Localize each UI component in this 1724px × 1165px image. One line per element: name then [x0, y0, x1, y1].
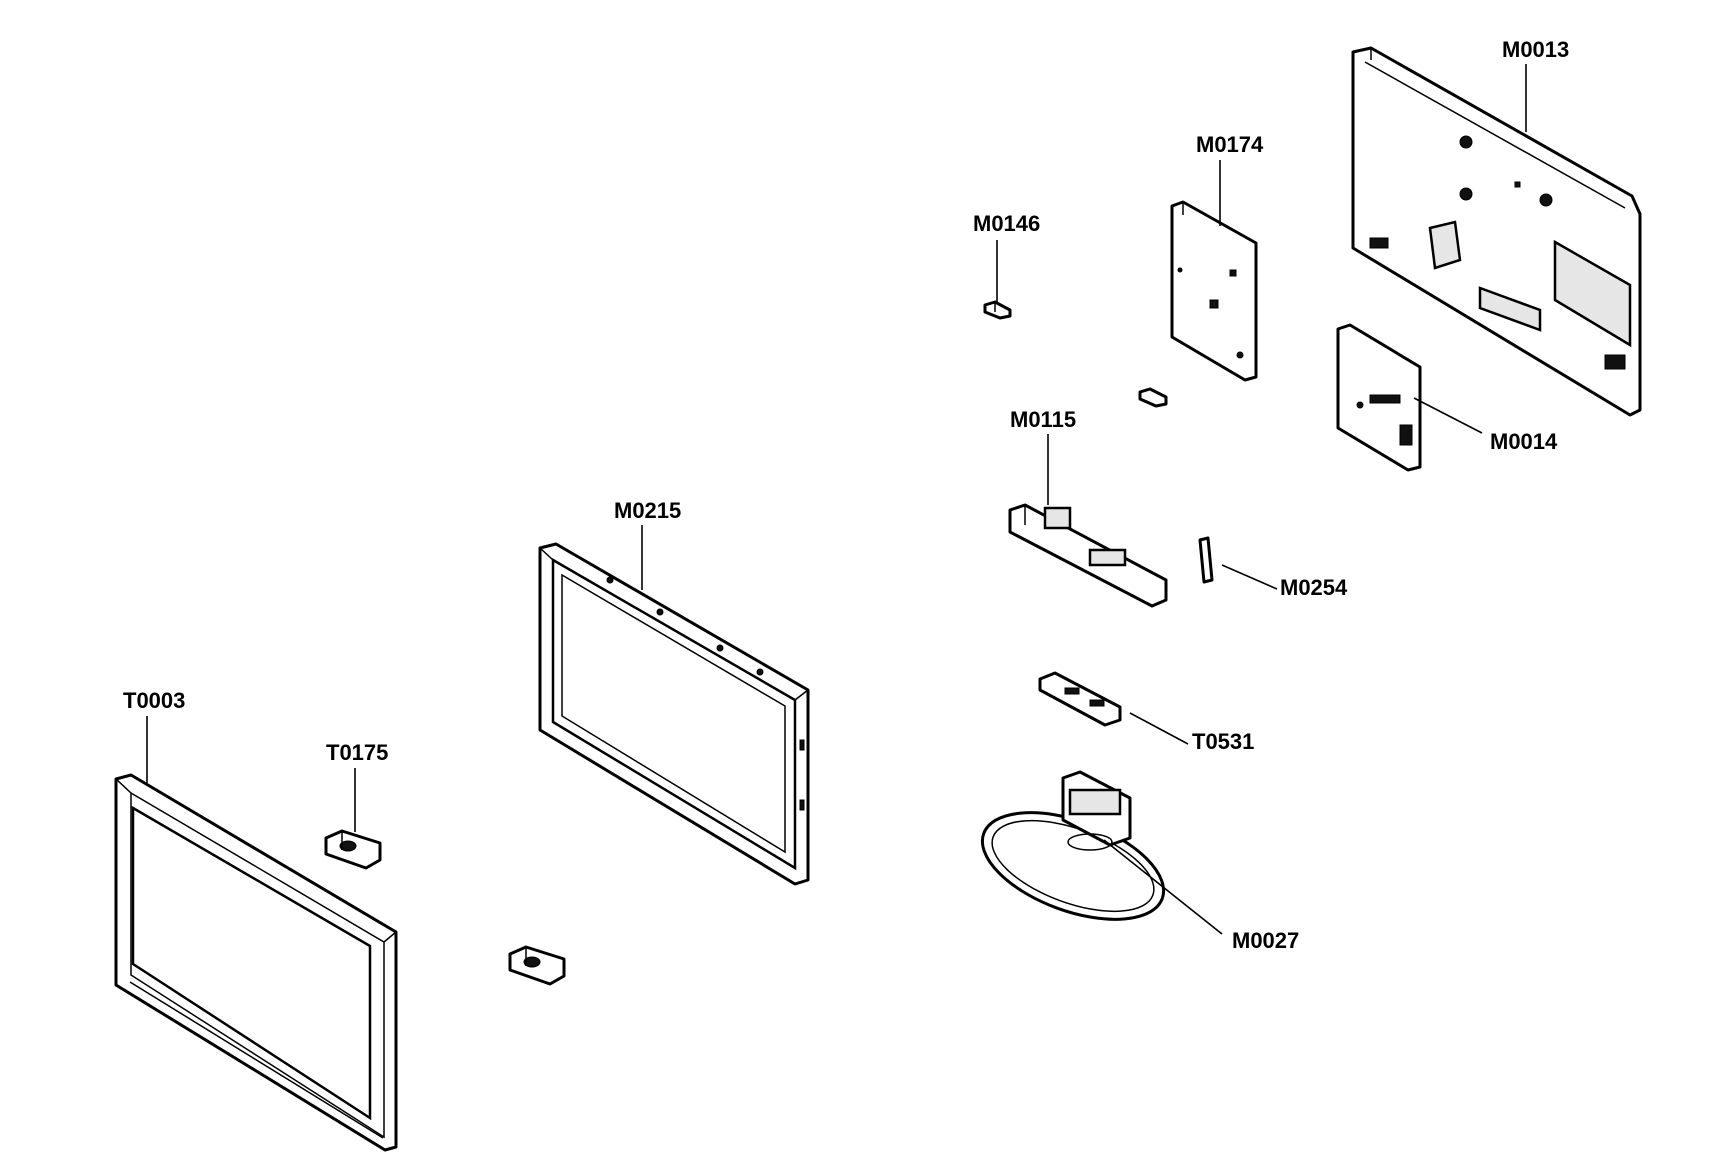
leader-m0254: [1221, 564, 1278, 590]
part-board-t0531: [1038, 671, 1122, 727]
part-labels: M0013 M0174 M0146 M0014 M0115 M0254 M021…: [123, 37, 1569, 953]
part-speaker-t0175: [324, 829, 382, 870]
label-m0027: M0027: [1232, 928, 1299, 953]
part-speaker-t0175-lower: [508, 945, 566, 986]
label-m0215: M0215: [614, 498, 681, 523]
part-clip-m0146-second: [1138, 387, 1168, 408]
label-m0014: M0014: [1490, 429, 1558, 454]
part-board-m0174: [1170, 200, 1258, 382]
label-m0174: M0174: [1196, 132, 1264, 157]
label-m0146: M0146: [973, 211, 1040, 236]
part-panel-frame-m0215: [538, 542, 810, 886]
leader-m0014: [1413, 397, 1483, 434]
part-bracket-m0254: [1198, 536, 1214, 584]
part-clip-m0146: [983, 300, 1012, 320]
part-back-cover-m0013: [1351, 46, 1642, 417]
leader-t0531: [1129, 712, 1189, 745]
label-t0175: T0175: [326, 740, 388, 765]
label-m0115: M0115: [1010, 407, 1076, 432]
label-t0531: T0531: [1192, 729, 1254, 754]
leader-lines: [146, 64, 1527, 935]
part-bracket-m0115: [1008, 503, 1168, 608]
label-m0013: M0013: [1502, 37, 1569, 62]
leader-m0027: [1103, 839, 1223, 935]
part-stand-m0027: [980, 770, 1166, 921]
part-front-bezel-t0003: [114, 773, 398, 1152]
part-board-m0014: [1336, 323, 1422, 472]
label-t0003: T0003: [123, 688, 185, 713]
label-m0254: M0254: [1280, 575, 1348, 600]
